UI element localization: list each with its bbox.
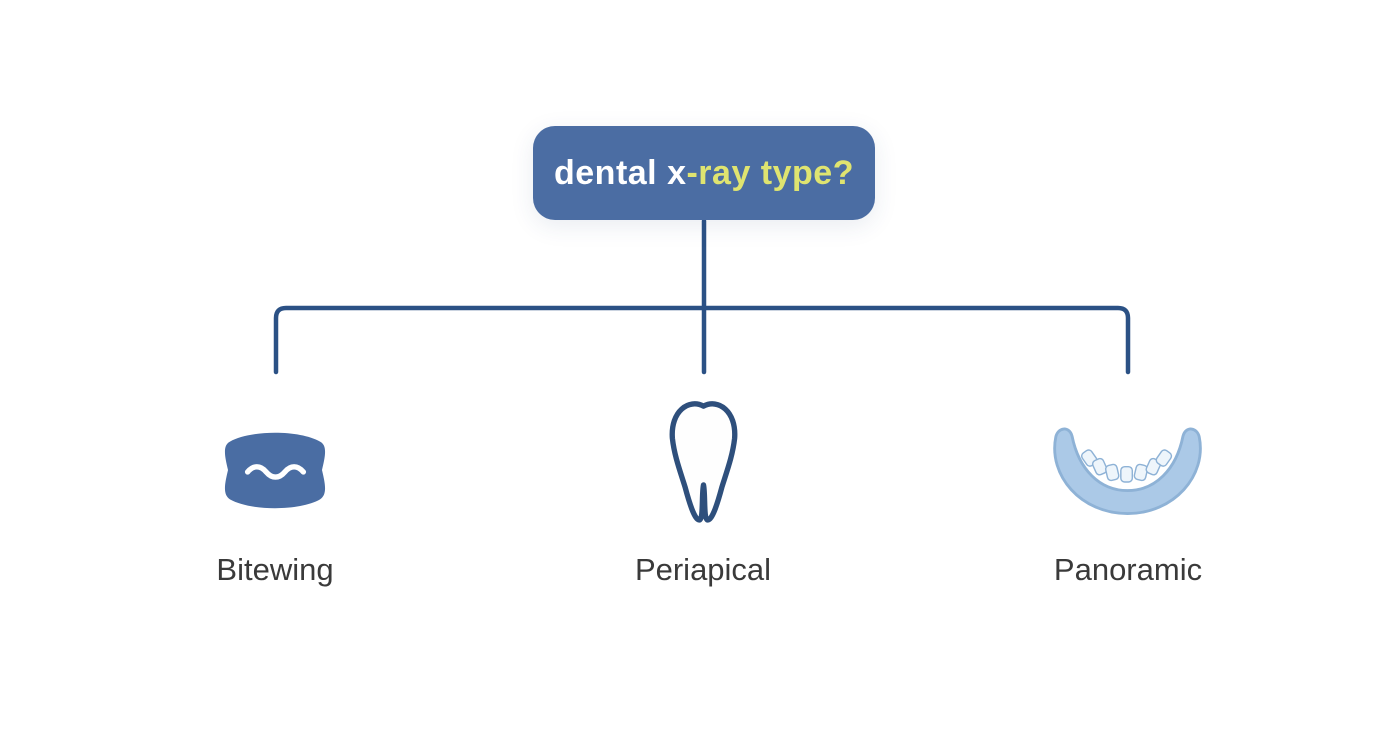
root-node: dental x-ray type? xyxy=(533,126,875,220)
root-label-part2: -ray type? xyxy=(686,153,854,192)
branch-label-periapical: Periapical xyxy=(634,552,772,587)
tooth-icon xyxy=(650,391,757,538)
bitewing-film-icon xyxy=(216,424,334,517)
branch-label-bitewing: Bitewing xyxy=(216,552,334,587)
branch-label-panoramic: Panoramic xyxy=(1053,552,1203,587)
root-label-part1: dental x xyxy=(554,153,687,192)
jaw-arch-icon xyxy=(1042,416,1214,526)
